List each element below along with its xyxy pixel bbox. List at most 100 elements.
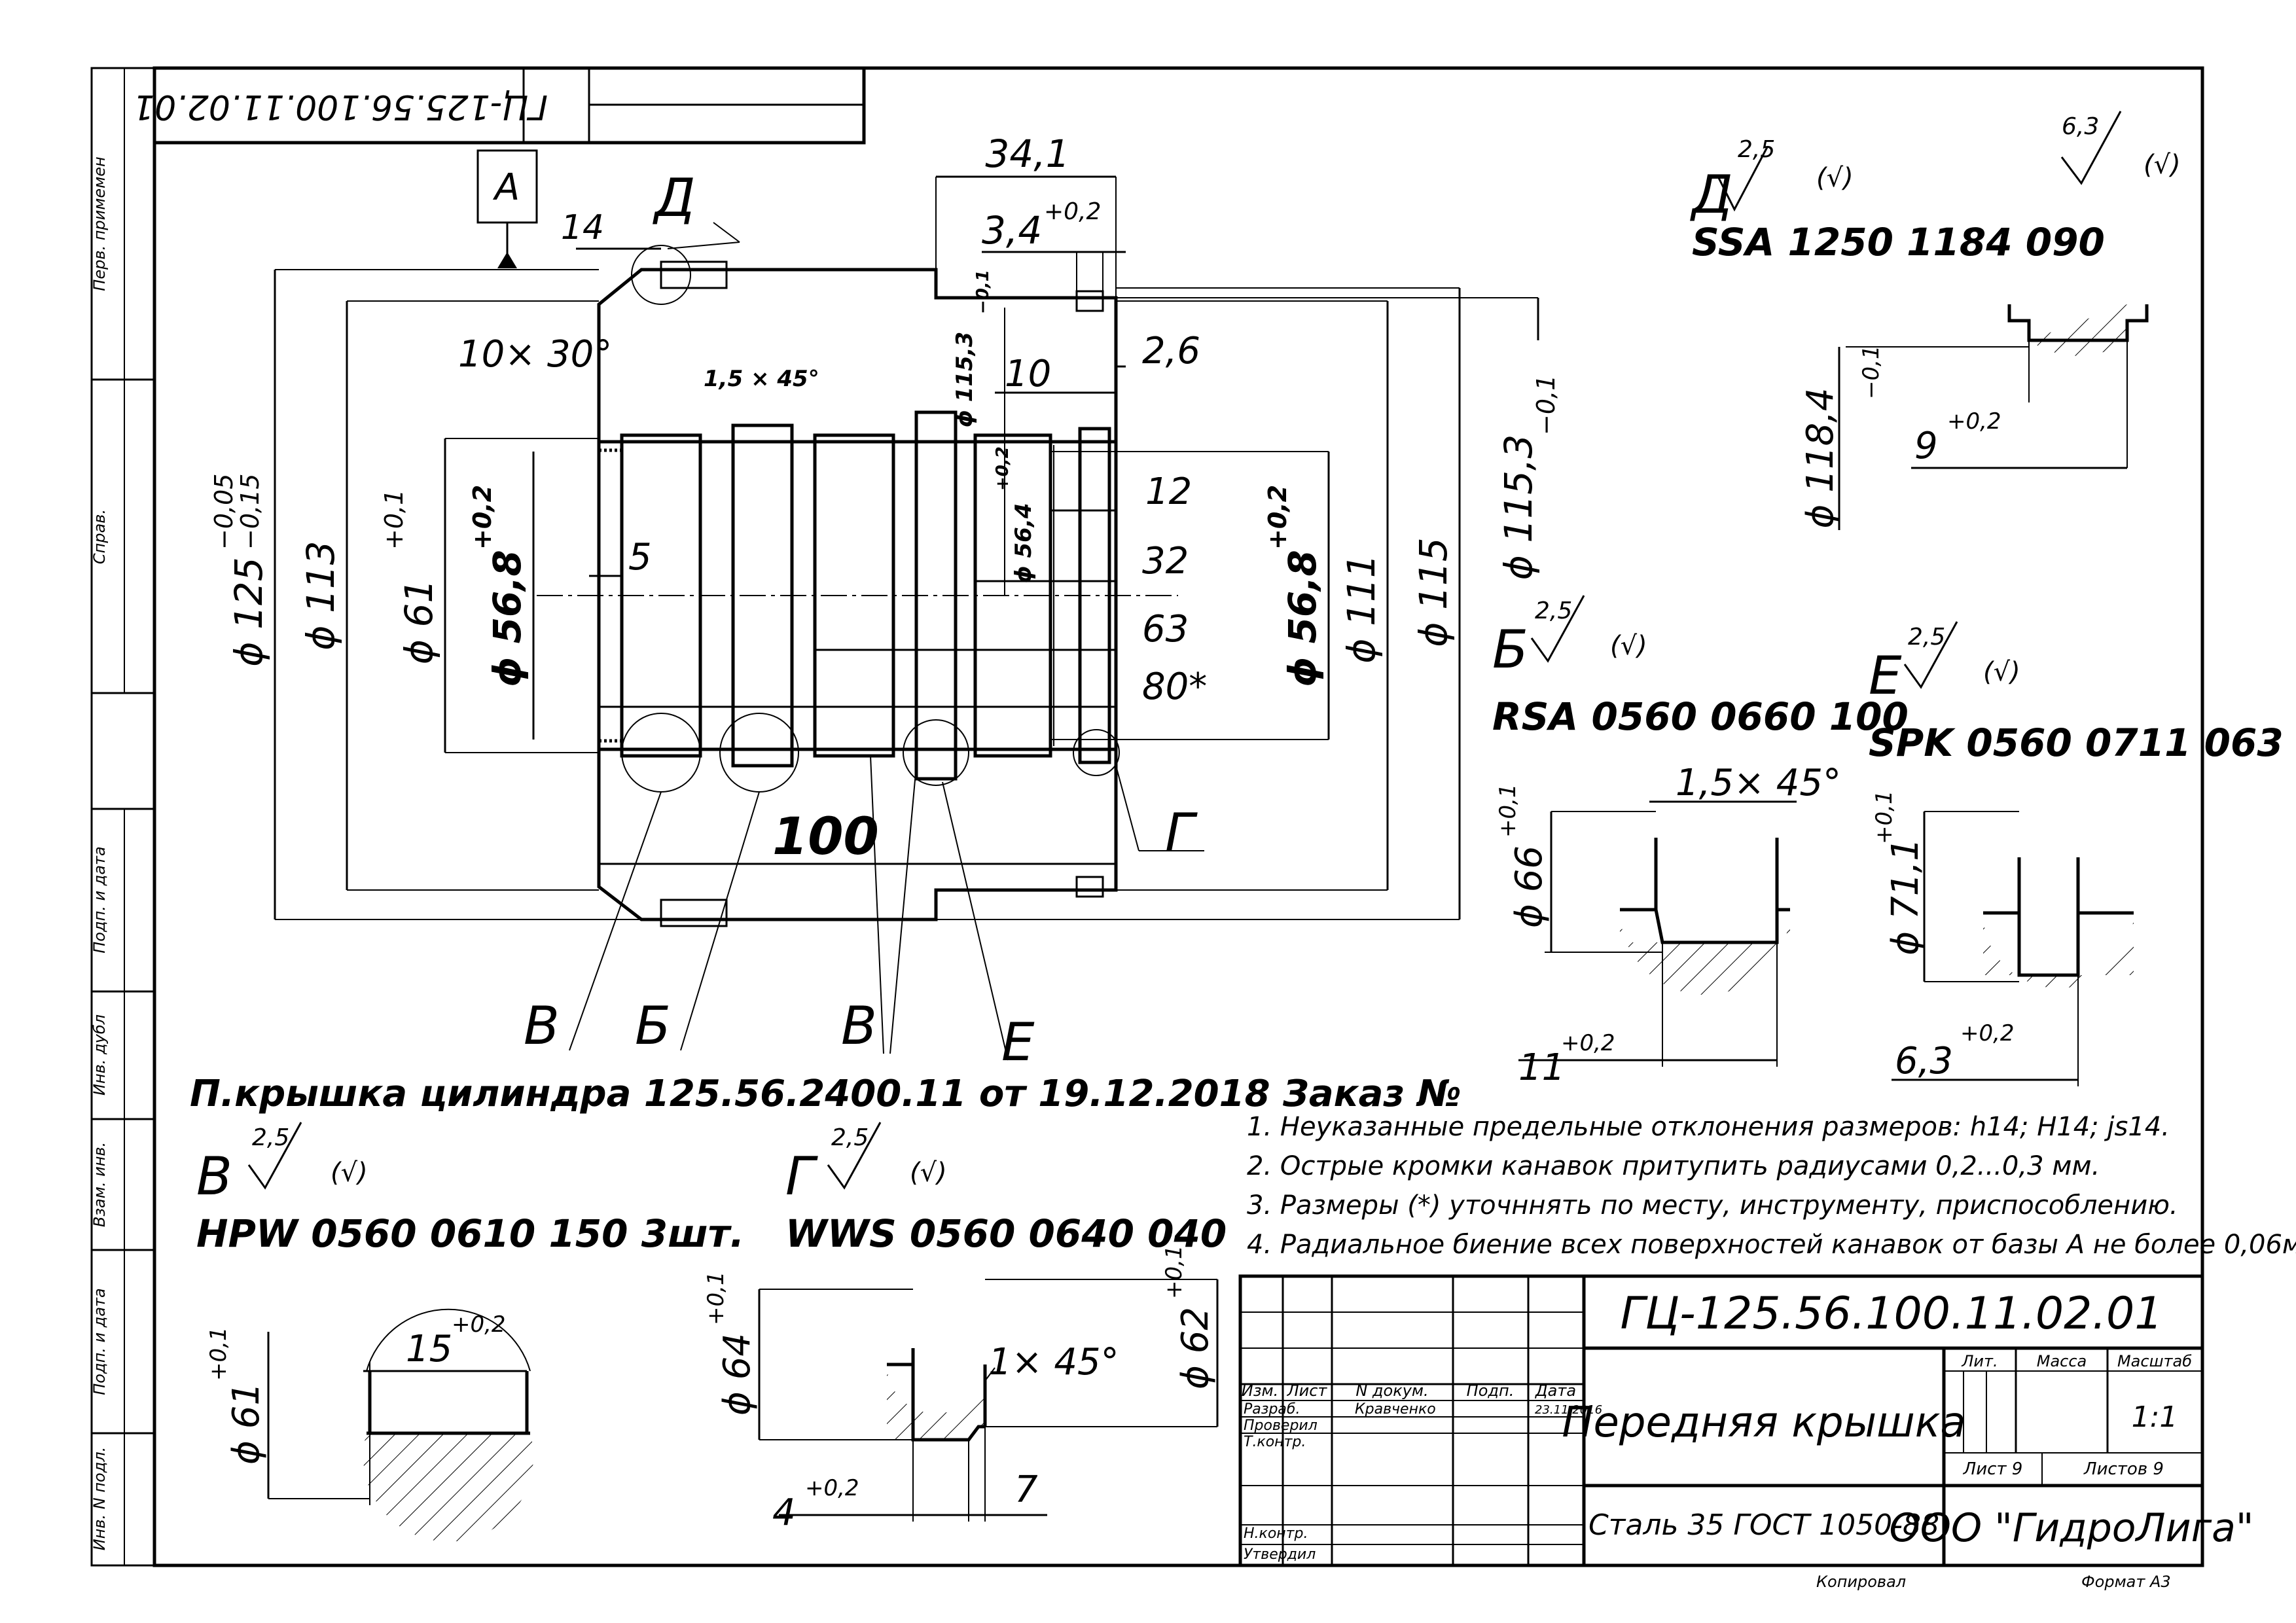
dim-d1153-inner-tol: −0,1	[973, 270, 993, 314]
detail-d-dia: ϕ 118,4	[1799, 387, 1842, 528]
label-e: Е	[1001, 1012, 1035, 1073]
dim-l80: 80*	[1142, 666, 1207, 708]
dim-d113: ϕ 113	[298, 541, 343, 650]
tb-name: Передняя крышка	[1562, 1399, 1965, 1447]
tb-col-data: Дата	[1535, 1382, 1576, 1400]
label-b: Б	[635, 995, 671, 1056]
label-v2: В	[841, 995, 877, 1056]
tb-kopiroval: Копировал	[1816, 1573, 1906, 1591]
dim-d1153-inner: ϕ 115,3	[952, 332, 978, 427]
detail-b-code: RSA 0560 0660 100	[1492, 694, 1909, 739]
dim-d1153: ϕ 115,3	[1496, 435, 1541, 580]
dim-l12: 12	[1145, 471, 1192, 513]
tb-row-utv: Утвердил	[1244, 1546, 1316, 1563]
detail-g-check: (√)	[910, 1158, 947, 1188]
detail-e-width-tol: +0,2	[1960, 1020, 2015, 1046]
rotated-code-box: ГЦ-125.56.100.11.02.01	[133, 66, 866, 145]
detail-d-dia-tol: −0,1	[1858, 345, 1884, 399]
note-1: 1. Неуказанные предельные отклонения раз…	[1247, 1112, 2170, 1142]
detail-e-dia-tol: +0,1	[1871, 790, 1897, 844]
side-label-5: Взам. инв.	[90, 1142, 109, 1227]
dim-d568-right-tol: +0,2	[1263, 485, 1292, 550]
detail-d-rough: 2,5	[1738, 136, 1775, 163]
detail-g-dia2-tol: +0,1	[1161, 1245, 1187, 1299]
detail-b-dia-tol: +0,1	[1495, 783, 1521, 838]
dim-d564-tol: +0,2	[993, 446, 1013, 491]
detail-d: Д 2,5 (√) SSA 1250 1184 090 6,3 (√) ϕ 11…	[1690, 111, 2181, 530]
dim-l5: 5	[628, 536, 652, 579]
dim-l341: 34,1	[985, 132, 1069, 176]
detail-v-rough: 2,5	[252, 1124, 289, 1151]
tb-col-podp: Подп.	[1467, 1382, 1515, 1400]
tb-company: ООО "ГидроЛига"	[1889, 1505, 2253, 1551]
dim-l100: 100	[772, 808, 879, 866]
dim-d564: ϕ 56,4	[1011, 503, 1037, 584]
note-3: 3. Размеры (*) уточннять по месту, инстр…	[1247, 1190, 2178, 1221]
general-rough-check: (√)	[2144, 150, 2181, 180]
dim-l34: 3,4	[982, 208, 1042, 253]
detail-b-dia: ϕ 66	[1508, 846, 1551, 928]
detail-b-width: 11	[1518, 1046, 1565, 1089]
side-label-7: Инв. N подл.	[90, 1447, 109, 1551]
dim-ch15x45: 1,5 × 45°	[704, 366, 819, 392]
detail-e-rough: 2,5	[1908, 624, 1945, 651]
detail-b: Б 2,5 (√) RSA 0560 0660 100 ϕ 66 +0,1 1,…	[1492, 595, 1909, 1089]
tb-masshtab: Масштаб	[2117, 1352, 2192, 1370]
dim-d111: ϕ 111	[1339, 554, 1384, 663]
detail-v: В 2,5 (√) HPW 0560 0610 150 3шт. ϕ 61 +0…	[196, 1122, 744, 1542]
rotated-code: ГЦ-125.56.100.11.02.01	[133, 87, 548, 126]
dim-l34-tol: +0,2	[1044, 198, 1101, 225]
detail-g-chamfer: 1× 45°	[988, 1341, 1119, 1383]
detail-e-dia: ϕ 71,1	[1884, 838, 1927, 955]
tb-row-prover: Проверил	[1244, 1418, 1318, 1434]
dim-d1153-tol: −0,1	[1532, 375, 1560, 435]
label-g: Г	[1165, 802, 1198, 863]
note-4: 4. Радиальное биение всех поверхностей к…	[1247, 1230, 2296, 1260]
tb-row-nkontr: Н.контр.	[1244, 1525, 1308, 1542]
datum-a: А	[493, 166, 520, 209]
detail-v-dia-tol: +0,1	[206, 1327, 232, 1381]
dim-d125-lo: −0,15	[236, 474, 264, 550]
detail-d-width: 9	[1914, 425, 1938, 467]
dim-d125: ϕ 125	[226, 557, 271, 666]
dim-d125-up: −0,05	[209, 474, 238, 550]
tb-developer: Кравченко	[1355, 1401, 1436, 1418]
tb-date: 23.11.2016	[1535, 1403, 1602, 1417]
dim-d568-left: ϕ 56,8	[485, 550, 529, 687]
dim-l10: 10	[1005, 353, 1051, 395]
tb-code: ГЦ-125.56.100.11.02.01	[1621, 1288, 2163, 1340]
dim-l14: 14	[561, 208, 604, 247]
detail-g-width: 4	[772, 1491, 796, 1534]
detail-g-dia2: ϕ 62	[1174, 1307, 1217, 1389]
detail-g-width-tol: +0,2	[805, 1475, 859, 1501]
side-label-4: Инв. дубл	[90, 1014, 109, 1096]
detail-v-dia: ϕ 61	[225, 1382, 268, 1465]
tb-lit: Лит.	[1961, 1352, 1998, 1370]
dim-d61: ϕ 61	[397, 579, 441, 665]
dim-l32: 32	[1142, 540, 1189, 582]
general-rough: 6,3	[2062, 113, 2099, 140]
detail-g-dia1: ϕ 64	[716, 1333, 759, 1416]
detail-d-code: SSA 1250 1184 090	[1692, 220, 2105, 264]
dim-l26: 2,6	[1142, 330, 1200, 372]
dim-d115: ϕ 115	[1411, 537, 1456, 647]
tb-massa: Масса	[2037, 1352, 2087, 1370]
detail-g-dia1-tol: +0,1	[703, 1271, 729, 1325]
detail-g-dim7: 7	[1014, 1469, 1038, 1511]
title-block: ГЦ-125.56.100.11.02.01 Передняя крышка С…	[1238, 1274, 2254, 1591]
detail-e-code: SPK 0560 0711 063	[1869, 721, 2284, 765]
main-dim-texts: ϕ 125 −0,05 −0,15 ϕ 113 ϕ 61 +0,1 ϕ 56,8…	[209, 132, 1560, 1073]
detail-b-width-tol: +0,2	[1561, 1030, 1615, 1056]
tb-scale: 1:1	[2132, 1400, 2178, 1434]
main-dimensions	[274, 149, 1539, 1061]
side-label-2: Справ.	[90, 509, 109, 564]
dim-l63: 63	[1142, 608, 1189, 651]
tb-col-izm: Изм.	[1242, 1382, 1278, 1400]
detail-v-width: 15	[406, 1328, 452, 1370]
order-line: П.крышка цилиндра 125.56.2400.11 от 19.1…	[190, 1073, 1462, 1115]
detail-g: Г 2,5 (√) WWS 0560 0640 040 ϕ 64 +0,1 ϕ …	[703, 1122, 1227, 1534]
detail-d-check: (√)	[1816, 163, 1854, 193]
detail-d-letter: Д	[1690, 164, 1733, 225]
detail-b-check: (√)	[1610, 631, 1647, 661]
note-2: 2. Острые кромки канавок притупить радиу…	[1247, 1151, 2100, 1181]
